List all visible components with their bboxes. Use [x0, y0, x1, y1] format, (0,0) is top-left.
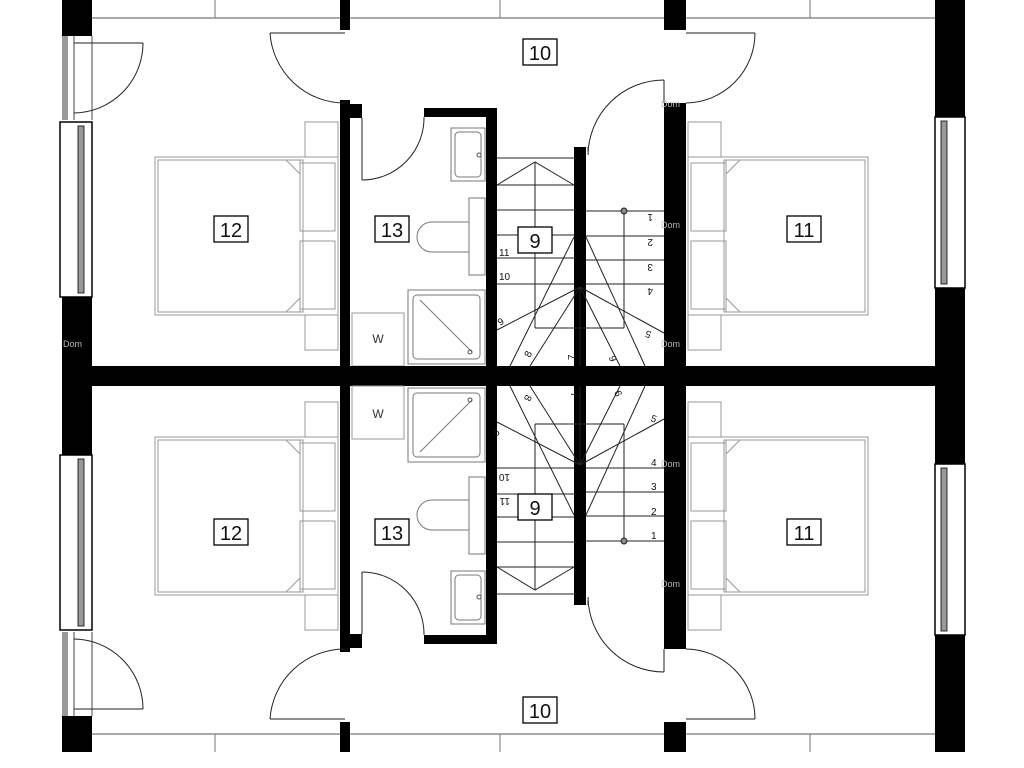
- svg-text:7: 7: [567, 354, 578, 360]
- svg-text:2: 2: [651, 507, 657, 518]
- svg-text:12: 12: [220, 220, 242, 242]
- svg-text:13: 13: [381, 220, 403, 242]
- svg-text:1: 1: [651, 531, 657, 542]
- svg-text:13: 13: [381, 523, 403, 545]
- svg-text:5: 5: [644, 327, 653, 339]
- svg-text:10: 10: [529, 701, 551, 723]
- svg-text:4: 4: [647, 285, 653, 296]
- svg-text:8: 8: [521, 393, 534, 403]
- svg-text:6: 6: [607, 353, 619, 362]
- washer-label-top: W: [372, 332, 384, 346]
- svg-text:11: 11: [794, 523, 815, 545]
- svg-text:10: 10: [499, 272, 511, 283]
- room-label-stairs-bottom: 9: [517, 493, 553, 521]
- svg-text:10: 10: [498, 471, 510, 482]
- svg-text:Dom: Dom: [63, 339, 82, 349]
- svg-text:9: 9: [529, 498, 540, 520]
- svg-text:10: 10: [529, 43, 551, 65]
- svg-text:6: 6: [611, 389, 623, 398]
- watermarks: Dom Dom Dom Dom Dom Dom: [63, 99, 680, 589]
- svg-text:3: 3: [651, 482, 657, 493]
- svg-text:2: 2: [647, 236, 653, 247]
- svg-text:Dom: Dom: [661, 220, 680, 230]
- svg-text:5: 5: [649, 413, 658, 425]
- svg-text:11: 11: [499, 248, 510, 259]
- svg-text:12: 12: [220, 523, 242, 545]
- room-label-bedroom-left-bottom: 12: [213, 518, 249, 546]
- stair-steps-top: 1 2 3 4 5 6 7 8 9 10 11: [496, 211, 653, 363]
- room-label-stairs-top: 9: [517, 226, 553, 254]
- svg-text:9: 9: [496, 316, 507, 329]
- svg-text:9: 9: [490, 425, 501, 438]
- washer-label-bottom: W: [372, 407, 384, 421]
- svg-text:Dom: Dom: [661, 459, 680, 469]
- room-label-hall-top: 10: [522, 38, 558, 66]
- room-label-bathroom-top: 13: [374, 215, 410, 243]
- svg-text:9: 9: [529, 231, 540, 253]
- svg-text:Dom: Dom: [661, 339, 680, 349]
- plan-top-half: [59, 0, 966, 387]
- svg-text:4: 4: [651, 458, 657, 469]
- svg-text:11: 11: [499, 495, 510, 506]
- room-label-bathroom-bottom: 13: [374, 518, 410, 546]
- room-label-bedroom-right-top: 11: [786, 215, 822, 243]
- room-label-hall-bottom: 10: [522, 696, 558, 724]
- plan-bottom-half: [59, 365, 966, 753]
- room-label-bedroom-left-top: 12: [213, 215, 249, 243]
- stair-steps-bottom: 1 2 3 4 5 6 7 8 9 10 11: [490, 389, 658, 542]
- svg-text:7: 7: [568, 392, 579, 398]
- room-label-bedroom-right-bottom: 11: [786, 518, 822, 546]
- svg-text:11: 11: [794, 220, 815, 242]
- svg-text:8: 8: [523, 349, 536, 359]
- svg-text:Dom: Dom: [661, 579, 680, 589]
- svg-text:1: 1: [647, 211, 653, 222]
- svg-text:3: 3: [647, 261, 653, 272]
- svg-text:Dom: Dom: [661, 99, 680, 109]
